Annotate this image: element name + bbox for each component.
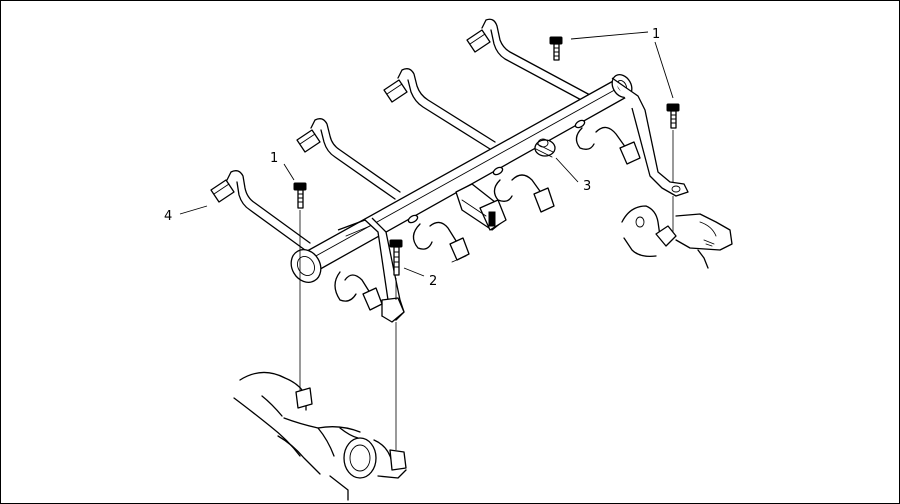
callout-bolt-left: 1 bbox=[270, 151, 278, 166]
injector-line-2 bbox=[383, 68, 496, 150]
callout-plug: 3 bbox=[583, 179, 591, 194]
front-line-2 bbox=[429, 221, 470, 263]
bolt-top bbox=[549, 36, 563, 61]
cylinder-head-mount-left bbox=[233, 371, 407, 501]
pressure-sensor bbox=[455, 183, 507, 231]
bolt-center bbox=[389, 239, 403, 276]
cylinder-head-mount-right bbox=[621, 205, 733, 269]
plug-part bbox=[534, 138, 556, 158]
injector-line-1 bbox=[466, 18, 591, 103]
callout-fuel-line: 4 bbox=[164, 209, 172, 224]
fuel-rail bbox=[290, 74, 689, 323]
callout-bolts-top: 1 bbox=[652, 27, 660, 42]
front-line-1 bbox=[344, 274, 383, 311]
bolt-left bbox=[293, 182, 307, 209]
injector-line-4 bbox=[210, 170, 311, 251]
front-line-4 bbox=[595, 126, 641, 165]
bolt-right bbox=[666, 103, 680, 129]
injector-line-3 bbox=[296, 118, 401, 200]
callout-bolt-center: 2 bbox=[429, 274, 437, 289]
front-line-3 bbox=[511, 174, 555, 213]
